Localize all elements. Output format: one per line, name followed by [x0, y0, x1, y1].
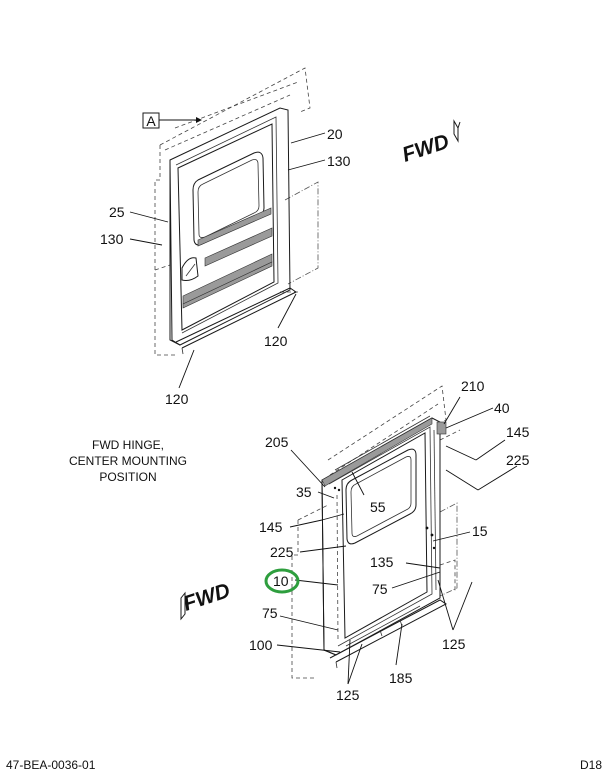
label-35: 35	[296, 484, 312, 500]
bottom-door-assembly	[276, 385, 518, 685]
label-125-right: 125	[442, 636, 466, 652]
fwd-arrow-bottom: FWD	[180, 579, 233, 621]
highlight-circle	[264, 568, 300, 594]
label-25: 25	[109, 204, 125, 220]
note-line-3: POSITION	[99, 470, 156, 484]
fwd-label-top: FWD	[399, 130, 452, 167]
label-15: 15	[472, 523, 488, 539]
footer-page-code: D18	[580, 758, 602, 772]
label-120-right: 120	[264, 333, 288, 349]
label-145-left: 145	[259, 519, 283, 535]
label-20: 20	[327, 126, 343, 142]
label-130-right: 130	[327, 153, 351, 169]
label-225-left: 225	[270, 544, 294, 560]
label-185: 185	[389, 670, 413, 686]
label-10: 10	[273, 573, 289, 589]
label-40: 40	[494, 400, 510, 416]
note-line-2: CENTER MOUNTING	[69, 454, 187, 468]
fwd-label-bottom: FWD	[180, 579, 233, 616]
label-210: 210	[461, 378, 485, 394]
label-75-right: 75	[372, 581, 388, 597]
label-125-left: 125	[336, 687, 360, 703]
footer-part-number: 47-BEA-0036-01	[6, 758, 96, 772]
label-205: 205	[265, 434, 289, 450]
label-145-right: 145	[506, 424, 530, 440]
fwd-arrow-top: FWD	[399, 119, 461, 167]
label-130-left: 130	[100, 231, 124, 247]
label-75-left: 75	[262, 605, 278, 621]
label-225-right: 225	[506, 452, 530, 468]
label-55: 55	[370, 499, 386, 515]
note-line-1: FWD HINGE,	[92, 438, 164, 452]
callout-a: A	[146, 113, 156, 129]
label-135: 135	[370, 554, 394, 570]
label-120-left: 120	[165, 391, 189, 407]
label-100: 100	[249, 637, 273, 653]
top-door-assembly	[129, 67, 326, 389]
